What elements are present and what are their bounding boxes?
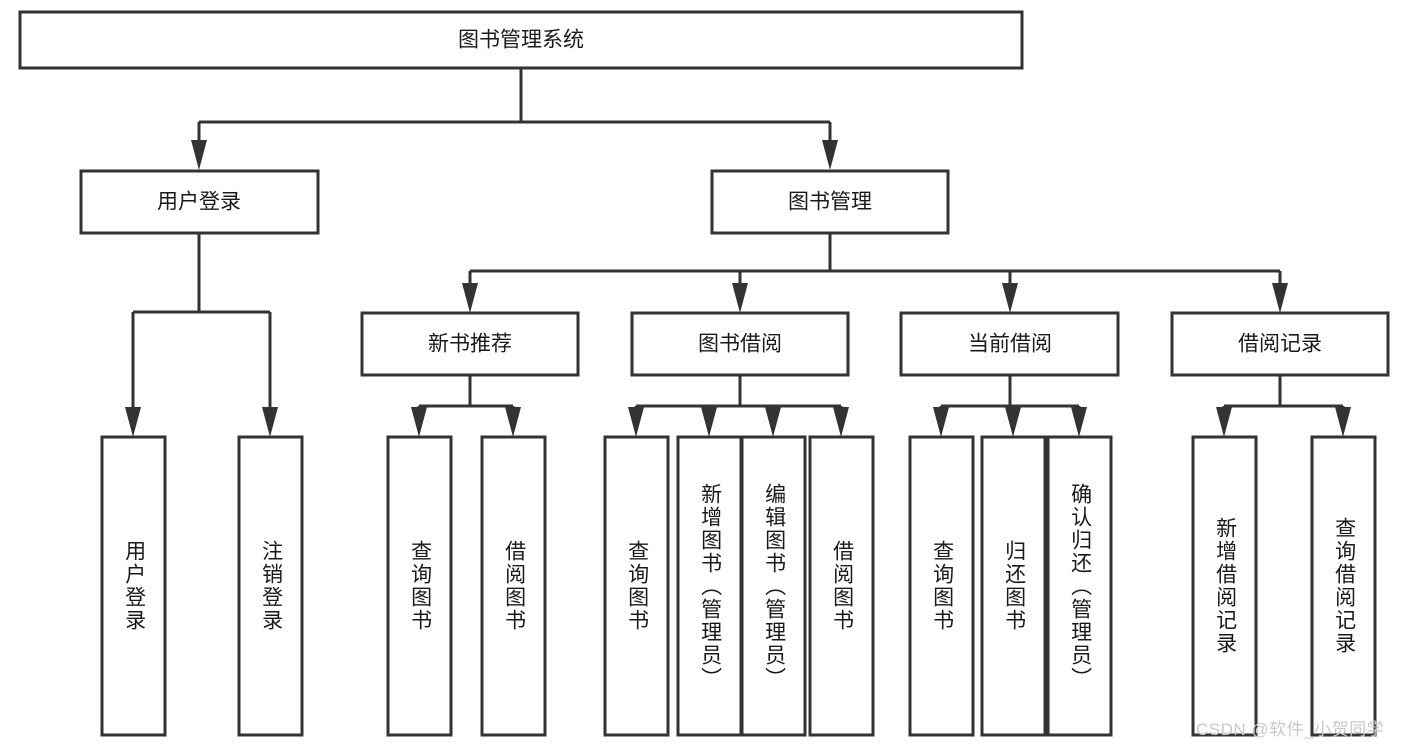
leaf-box-query-book-3[interactable] (908, 435, 975, 737)
arrow-to-leaf-query-book-1 (411, 407, 427, 437)
node-new-book-recommend-box[interactable] (360, 311, 580, 377)
node-user-login-label: 用户登录 (157, 191, 241, 214)
connectors-borrow-record-to-leaves (1216, 375, 1351, 437)
connectors-new-book-to-leaves (411, 375, 521, 437)
arrow-to-leaf-confirm-return (1071, 407, 1087, 437)
arrow-to-borrow-record (1272, 283, 1288, 313)
csdn-watermark: CSDN @软件_小贺同学 (1196, 720, 1385, 739)
leaf-box-logout[interactable] (237, 435, 304, 737)
leaf-box-return-book[interactable] (980, 435, 1047, 737)
node-current-borrow-label: 当前借阅 (968, 333, 1052, 356)
connectors-user-login-to-leaves (125, 233, 278, 437)
node-book-mgmt-label: 图书管理 (788, 191, 872, 214)
arrow-to-leaf-edit-book (765, 407, 781, 437)
leaf-box-query-record[interactable] (1310, 435, 1377, 737)
leaf-box-confirm-return[interactable] (1046, 435, 1113, 737)
node-root-label: 图书管理系统 (458, 29, 584, 52)
arrow-to-leaf-add-book (701, 407, 717, 437)
node-book-borrow-label: 图书借阅 (698, 333, 782, 356)
arrow-to-new-book-recommend (462, 283, 478, 313)
node-borrow-record-box[interactable] (1170, 311, 1390, 377)
arrow-to-leaf-borrow-book-1 (505, 407, 521, 437)
connectors-root-to-level1 (191, 68, 838, 170)
leaf-box-add-book[interactable] (676, 435, 743, 737)
node-book-borrow-box[interactable] (630, 311, 850, 377)
leaf-box-add-record[interactable] (1191, 435, 1258, 737)
node-borrow-record-label: 借阅记录 (1238, 333, 1322, 356)
leaf-box-edit-book[interactable] (740, 435, 807, 737)
connectors-current-borrow-to-leaves (933, 375, 1087, 437)
node-user-login-box[interactable] (79, 169, 320, 235)
arrow-to-leaf-borrow-book-2 (833, 407, 849, 437)
arrow-to-leaf-query-book-2 (628, 407, 644, 437)
node-new-book-recommend-label: 新书推荐 (428, 333, 512, 356)
leaf-box-borrow-book-2[interactable] (808, 435, 875, 737)
leaf-box-query-book-1[interactable] (386, 435, 453, 737)
arrow-to-leaf-add-record (1216, 407, 1232, 437)
arrow-to-leaf-logout (262, 407, 278, 437)
arrow-to-leaf-return-book (1005, 407, 1021, 437)
arrow-to-user-login (191, 140, 207, 170)
node-current-borrow-box[interactable] (899, 311, 1120, 377)
connectors-book-mgmt-to-level2 (462, 233, 1288, 313)
connectors-book-borrow-to-leaves (628, 375, 849, 437)
node-root-box[interactable] (18, 10, 1024, 70)
arrow-to-current-borrow (1002, 283, 1018, 313)
leaf-box-query-book-2[interactable] (603, 435, 670, 737)
arrow-to-book-mgmt (822, 140, 838, 170)
leaf-box-borrow-book-1[interactable] (480, 435, 547, 737)
node-book-mgmt-box[interactable] (710, 169, 950, 235)
leaf-box-user-login[interactable] (100, 435, 167, 737)
arrow-to-leaf-query-record (1335, 407, 1351, 437)
arrow-to-leaf-query-book-3 (933, 407, 949, 437)
arrow-to-leaf-user-login (125, 407, 141, 437)
arrow-to-book-borrow (732, 283, 748, 313)
